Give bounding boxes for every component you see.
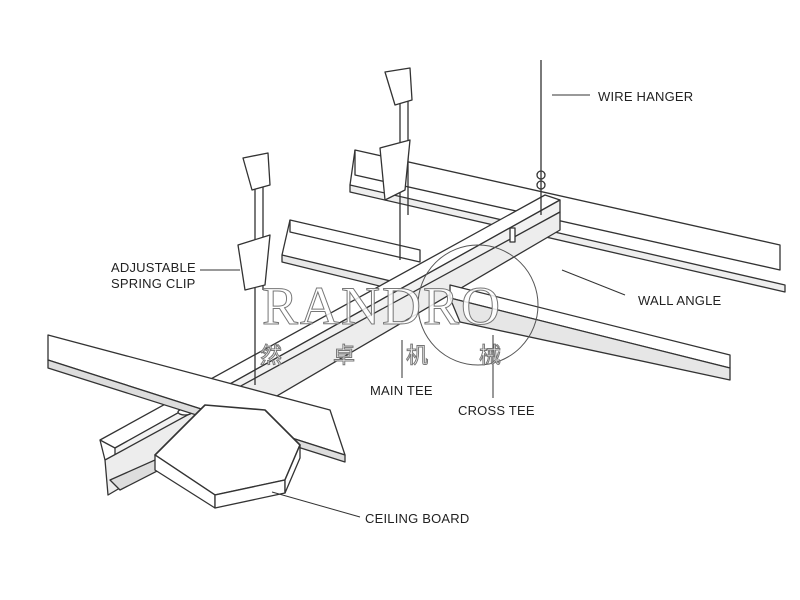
wire-hanger-shapes <box>237 60 546 385</box>
label-adjustable-spring-clip-line1: ADJUSTABLE <box>111 260 196 275</box>
label-main-tee: MAIN TEE <box>370 383 433 398</box>
label-cross-tee: CROSS TEE <box>458 403 535 418</box>
label-adjustable-spring-clip-line2: SPRING CLIP <box>111 276 196 291</box>
label-wire-hanger: WIRE HANGER <box>598 89 694 104</box>
watermark-chinese: 然 卓 机 械 <box>260 344 523 370</box>
watermark-brand: RANDRO <box>261 276 503 337</box>
label-ceiling-board: CEILING BOARD <box>365 511 470 526</box>
watermark-circle <box>417 244 539 366</box>
ceiling-board-shape <box>154 404 301 509</box>
label-wall-angle: WALL ANGLE <box>638 293 722 308</box>
leader-lines <box>200 94 626 518</box>
cross-tee-right-shape <box>449 284 731 381</box>
wall-angle-shape <box>349 149 786 293</box>
